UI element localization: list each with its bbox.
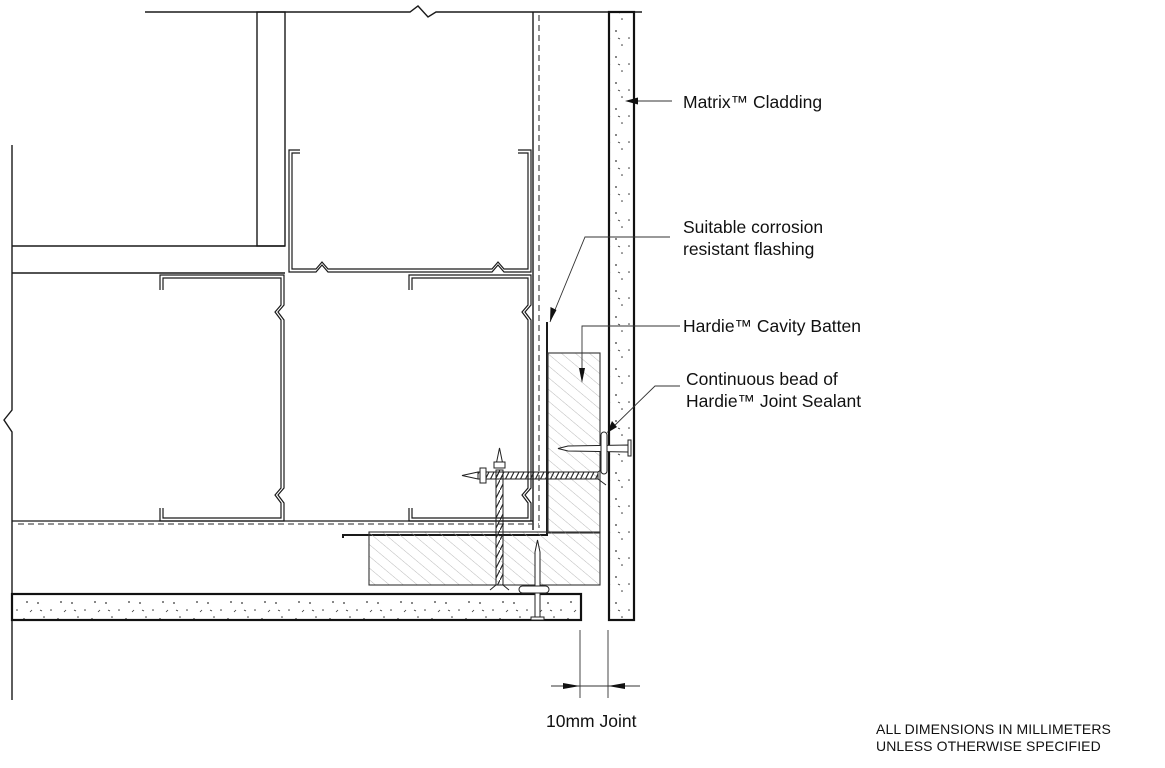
building-wrap-membrane <box>18 15 540 528</box>
dimension-label: 10mm Joint <box>546 711 637 731</box>
screw-horizontal <box>461 465 607 486</box>
matrix-cladding-panel <box>607 10 636 622</box>
general-note-line1: ALL DIMENSIONS IN MILLIMETERS <box>876 721 1111 737</box>
leader-arrowheads <box>550 97 638 433</box>
nail-horizontal <box>557 439 632 457</box>
screw-vertical <box>489 447 510 591</box>
callout-sealant-line2: Hardie™ Joint Sealant <box>686 391 862 411</box>
steel-channel-lower-right <box>408 274 532 522</box>
steel-channel-upper <box>288 149 532 273</box>
steel-channel-lower-left <box>159 274 285 522</box>
sealant-bead-vertical <box>600 431 608 475</box>
sealant-bead-horizontal <box>518 585 550 594</box>
callout-flashing-line2: resistant flashing <box>683 239 815 259</box>
left-break-line <box>3 145 13 700</box>
callout-flashing-line1: Suitable corrosion <box>683 217 824 237</box>
callout-sealant-line1: Continuous bead of <box>686 369 838 389</box>
nail-vertical <box>530 539 545 621</box>
callout-matrix-cladding: Matrix™ Cladding <box>683 92 823 112</box>
cavity-batten-vertical <box>547 352 601 534</box>
leader-lines <box>549 100 680 431</box>
cavity-batten-horizontal <box>368 531 601 586</box>
top-break-line <box>145 5 642 18</box>
flashing <box>342 322 548 538</box>
general-note-line2: UNLESS OTHERWISE SPECIFIED <box>876 738 1101 754</box>
upper-post <box>256 11 286 247</box>
callout-cavity-batten: Hardie™ Cavity Batten <box>683 316 861 336</box>
base-lining-board <box>10 592 583 622</box>
